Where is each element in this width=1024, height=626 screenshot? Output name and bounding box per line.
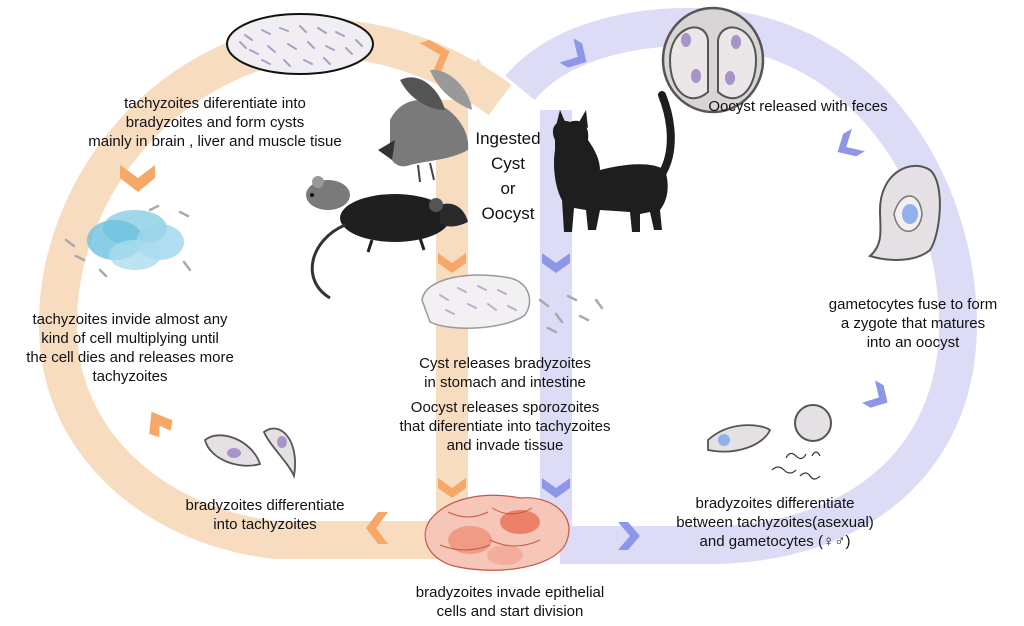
label-cyst-formation: tachyzoites diferentiate into bradyzoite… [70,94,360,151]
tachyzoite-cell-cluster-icon [64,204,192,278]
label-line: a zygote that matures [840,315,986,332]
center-line: Cyst [491,154,525,173]
label-line: tachyzoites invide almost any [32,311,228,328]
label-bradyzoite-to-tachyzoite: bradyzoites differentiate into tachyzoit… [165,496,365,534]
label-line: Oocyst releases sporozoites [410,399,600,416]
label-line: bradyzoites differentiate [695,495,855,512]
zygote-oocyst-icon [867,164,941,261]
label-line: Oocyst released with feces [708,98,888,115]
tissue-cyst-icon [226,13,374,75]
label-line: in stomach and intestine [424,374,586,391]
label-line: and gametocytes (♀♂) [699,533,851,550]
label-line: between tachyzoites(asexual) [676,514,874,531]
mouse-icon [306,176,350,210]
bradyzoite-icons [203,427,296,480]
label-line: into tachyzoites [213,516,317,533]
center-line: or [500,179,516,198]
label-line: that diferentiate into tachyzoites [399,418,611,435]
bird-icon [378,69,472,183]
center-line: Ingested [475,129,541,148]
oocyst-icon [661,6,765,114]
label-line: bradyzoites and form cysts [125,114,305,131]
center-line: Oocyst [481,204,535,223]
label-line: bradyzoites invade epithelial [415,584,605,601]
label-line: cells and start division [436,603,584,620]
blue-chevrons [542,38,888,550]
orange-chevrons [120,39,466,544]
label-bradyzoite-gametocytes: bradyzoites differentiate between tachyz… [660,494,890,551]
label-line: tachyzoites diferentiate into [124,95,306,112]
epithelial-cells-icon [424,494,570,571]
label-line: the cell dies and releases more [26,349,234,366]
released-cyst-icon [421,274,604,334]
label-tachyzoite-invasion: tachyzoites invide almost any kind of ce… [4,310,256,386]
rat-icon [310,194,468,300]
label-line: gametocytes fuse to form [828,296,998,313]
label-line: Cyst releases bradyzoites [419,355,591,372]
label-cyst-releases: Cyst releases bradyzoites in stomach and… [395,354,615,392]
gametocyte-icons [707,404,832,480]
label-oocyst-releases: Oocyst releases sporozoites that diferen… [380,398,630,455]
label-line: and invade tissue [446,437,564,454]
label-line: mainly in brain , liver and muscle tisue [88,133,342,150]
cat-icon [552,91,675,232]
label-epithelial-invasion: bradyzoites invade epithelial cells and … [390,583,630,621]
label-oocyst-feces: Oocyst released with feces [693,97,903,116]
label-line: into an oocyst [866,334,960,351]
label-line: bradyzoites differentiate [185,497,345,514]
label-line: tachyzoites [92,368,168,385]
label-gametocytes-fuse: gametocytes fuse to form a zygote that m… [808,295,1018,352]
center-title: Ingested Cyst or Oocyst [468,126,548,226]
label-line: kind of cell multiplying until [41,330,219,347]
